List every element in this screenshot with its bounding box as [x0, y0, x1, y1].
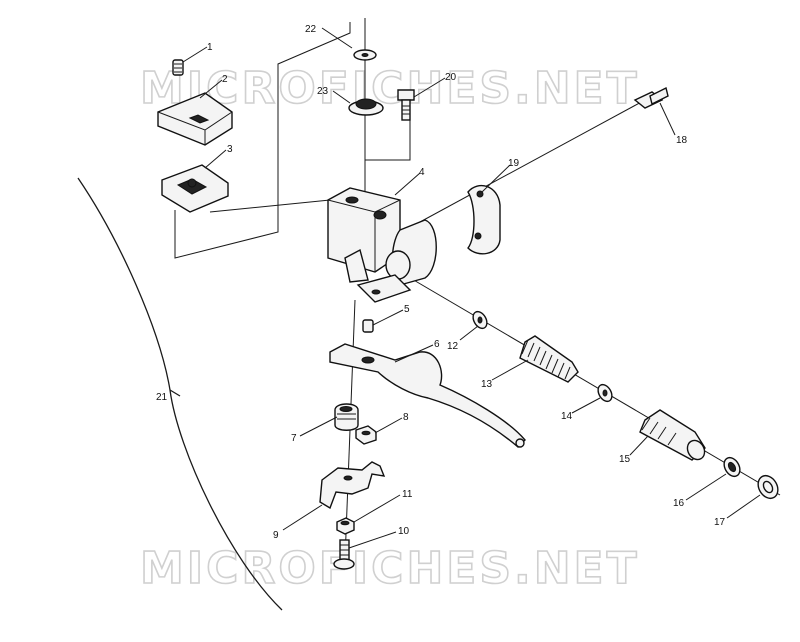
pivot-axis-18 — [419, 99, 646, 223]
part-20-bolt — [397, 89, 415, 121]
callout-23: 23 — [317, 86, 329, 97]
callout-20: 20 — [445, 72, 457, 83]
part-17-washer — [757, 474, 779, 500]
part-6-lever — [329, 343, 526, 448]
part-5-bushing — [362, 319, 374, 333]
callout-10: 10 — [398, 526, 410, 537]
callout-7: 7 — [291, 433, 297, 444]
part-12-washer — [472, 310, 488, 330]
reservoir-leader-box — [174, 22, 351, 259]
callout-leaders — [182, 27, 761, 549]
callout-2: 2 — [222, 74, 228, 85]
callout-14: 14 — [561, 411, 573, 422]
part-10-screw — [333, 539, 355, 570]
callout-15: 15 — [619, 454, 631, 465]
callout-1: 1 — [207, 42, 213, 53]
callout-21: 21 — [156, 392, 168, 403]
part-1-screw — [172, 59, 184, 76]
callout-19: 19 — [508, 158, 520, 169]
part-16-ring — [723, 456, 741, 478]
callout-3: 3 — [227, 144, 233, 155]
reservoir-axis — [209, 197, 351, 213]
part-18-pivot-bolt — [633, 86, 669, 109]
callout-13: 13 — [481, 379, 493, 390]
part-11-nut — [336, 517, 355, 535]
part-3-diaphragm — [161, 164, 229, 213]
callout-5: 5 — [404, 304, 410, 315]
part-9-bracket — [319, 461, 386, 510]
assembly-bracket-tick — [169, 389, 181, 397]
callout-11: 11 — [402, 489, 413, 500]
part-14-washer — [597, 383, 613, 403]
callout-22: 22 — [305, 24, 317, 35]
callout-9: 9 — [273, 530, 279, 541]
bolt-20-axis — [365, 118, 411, 161]
part-23-seal — [348, 98, 384, 116]
part-2-cover — [157, 92, 233, 146]
callout-16: 16 — [673, 498, 685, 509]
part-19-clamp — [467, 184, 501, 255]
callout-6: 6 — [434, 339, 440, 350]
part-8-nut — [355, 425, 377, 445]
part-7-spring — [334, 403, 359, 431]
callout-4: 4 — [419, 167, 425, 178]
piston-axis — [399, 271, 781, 496]
callout-8: 8 — [403, 412, 409, 423]
watermark-bottom: MICROFICHES.NET — [140, 543, 640, 594]
part-4-master-cylinder — [327, 187, 437, 303]
callout-17: 17 — [714, 517, 726, 528]
part-22-washer — [353, 49, 377, 61]
callout-12: 12 — [447, 341, 459, 352]
callout-18: 18 — [676, 135, 688, 146]
part-15-piston — [639, 409, 706, 461]
part-13-boot — [519, 335, 579, 383]
